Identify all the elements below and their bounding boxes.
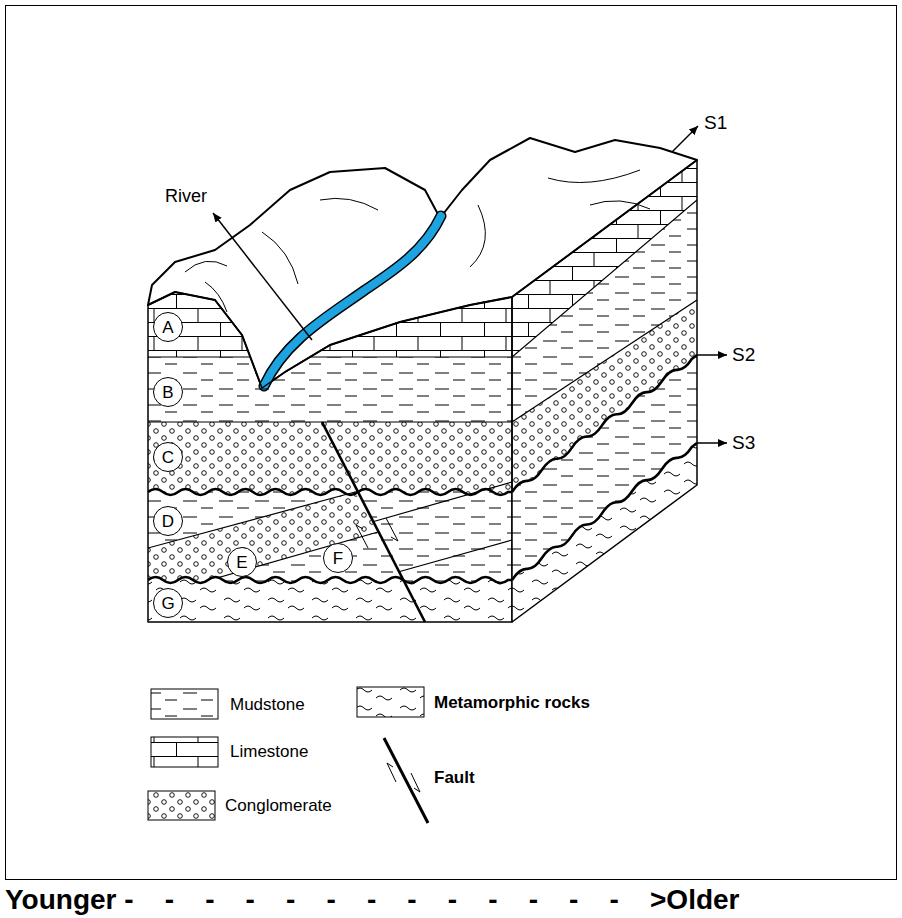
mudstone-layer-ground (512, 355, 697, 630)
legend-text: Fault (434, 768, 475, 788)
fault-line (322, 422, 425, 622)
frame (6, 6, 897, 880)
mudstone-layer (148, 489, 512, 640)
conglomerate-layer (148, 422, 512, 642)
layer-letter: F (333, 550, 343, 567)
layer-letter: G (161, 595, 174, 612)
layer-letter: A (162, 319, 173, 336)
surface-label: S3 (732, 432, 755, 454)
legend-text: Metamorphic rocks (434, 693, 590, 713)
mudstone-layer-ground (148, 489, 512, 640)
limestone-layer (148, 270, 512, 357)
layer-label-circle: C (153, 442, 183, 472)
layer-label-circle: B (153, 377, 183, 407)
legend-text: Limestone (230, 742, 308, 762)
legend-text: Mudstone (230, 695, 305, 715)
front-face (148, 270, 512, 642)
layer-boundary (148, 357, 512, 422)
legend-sample (151, 689, 218, 719)
layer-boundary (512, 200, 697, 422)
unconformity-s3 (512, 443, 697, 580)
conglomerate-lens (148, 492, 378, 590)
legend-sample (357, 687, 424, 717)
layer-label-circle: G (153, 588, 183, 618)
legend-sample (151, 737, 218, 767)
surface-pointer (697, 354, 727, 356)
age-axis-label: Younger - - - - - - - - - - - - - >Older (5, 885, 739, 915)
surface-label: S1 (704, 112, 727, 134)
surface-pointer (672, 126, 698, 152)
legend-fault-sample (384, 738, 428, 823)
fault-motion-arrows (356, 518, 398, 548)
layer-letter: C (162, 449, 174, 466)
surface-pointer (697, 442, 727, 444)
side-outline (512, 160, 697, 622)
mudstone-layer (512, 355, 697, 630)
mudstone-layer (148, 357, 512, 422)
layer-letter: D (162, 513, 174, 530)
unconformity-s2 (512, 355, 697, 492)
bedding-lines (148, 482, 512, 590)
layer-label-circle: E (227, 547, 257, 577)
unconformity-s2 (148, 489, 512, 495)
metamorphic-layer (148, 577, 512, 640)
metamorphic-ground (148, 577, 512, 640)
surface-label: S2 (732, 344, 755, 366)
legend-sample (148, 791, 215, 820)
unconformity-s3 (148, 577, 512, 583)
layer-label-circle: D (153, 506, 183, 536)
conglomerate-lens-ground (148, 492, 378, 590)
legend-text: Conglomerate (225, 796, 332, 816)
front-outline (148, 292, 512, 622)
layer-letter: E (236, 554, 247, 571)
layer-label-circle: F (323, 543, 353, 573)
layer-label-circle: A (153, 312, 183, 342)
side-face (512, 160, 697, 630)
river-label: River (165, 186, 207, 207)
layer-letter: B (162, 384, 173, 401)
legend-fault-arrows (387, 763, 420, 792)
river-pointer (213, 213, 312, 340)
